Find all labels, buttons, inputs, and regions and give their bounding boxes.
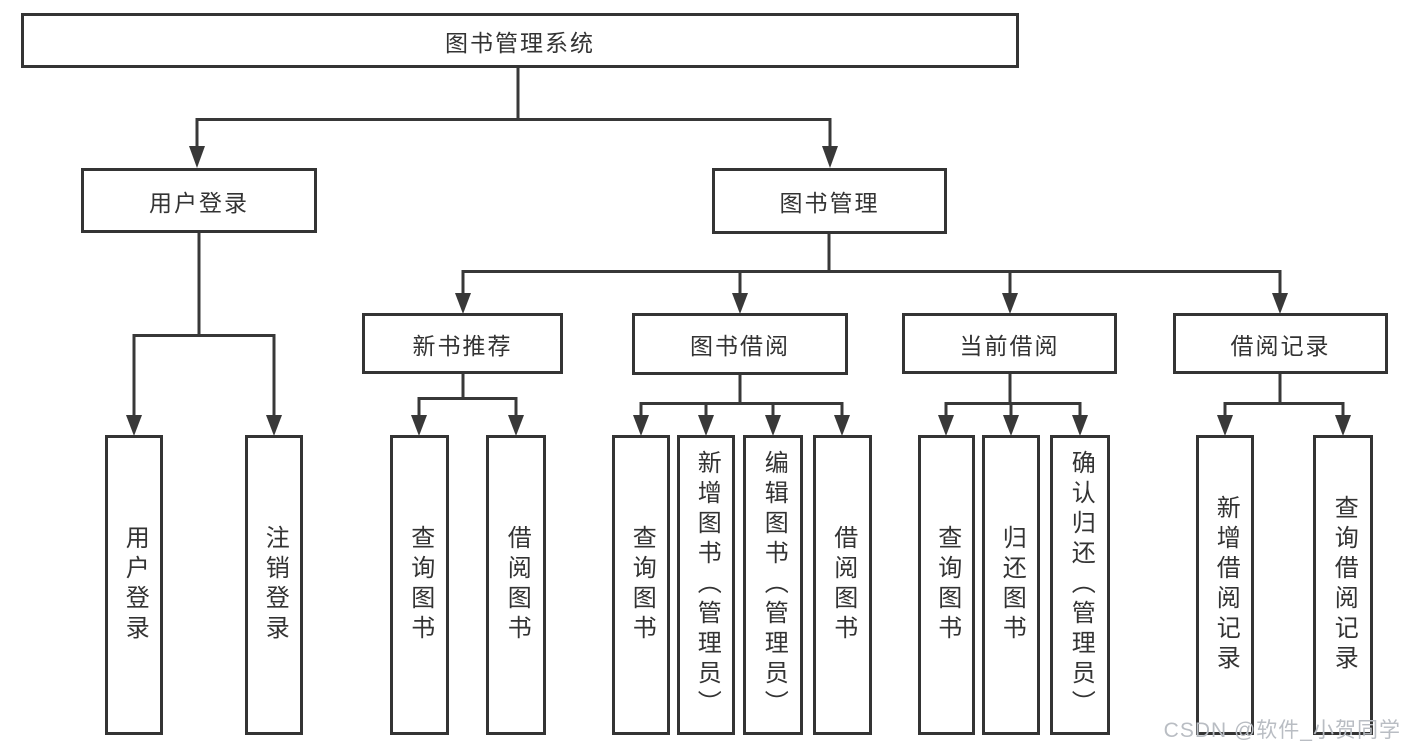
arrowhead-icon xyxy=(698,415,714,436)
leaf-borrow-query-book: 查询图书 xyxy=(612,435,670,735)
arrowhead-icon xyxy=(1072,415,1088,436)
arrowhead-icon xyxy=(732,293,748,314)
leaf-user-login: 用户登录 xyxy=(105,435,163,735)
arrowhead-icon xyxy=(126,415,142,436)
node-new-book-recommend: 新书推荐 xyxy=(362,313,563,374)
node-user-login: 用户登录 xyxy=(81,168,317,233)
node-new-book-recommend-label: 新书推荐 xyxy=(412,332,513,359)
leaf-edit-book-admin-label: 编辑图书（管理员） xyxy=(760,450,788,720)
arrowhead-icon xyxy=(1217,415,1233,436)
arrowhead-icon xyxy=(508,415,524,436)
arrowhead-icon xyxy=(633,415,649,436)
leaf-borrow-book: 借阅图书 xyxy=(813,435,872,735)
leaf-confirm-return-admin-label: 确认归还（管理员） xyxy=(1067,450,1095,720)
node-root-label: 图书管理系统 xyxy=(445,29,595,56)
arrowhead-icon xyxy=(765,415,781,436)
arrowhead-icon xyxy=(411,415,427,436)
node-book-management: 图书管理 xyxy=(712,168,947,234)
leaf-logout-label: 注销登录 xyxy=(261,525,289,645)
arrowhead-icon xyxy=(1272,293,1288,314)
node-borrow-record: 借阅记录 xyxy=(1173,313,1388,374)
leaf-add-borrow-record: 新增借阅记录 xyxy=(1196,435,1254,735)
leaf-recommend-query-book-label: 查询图书 xyxy=(406,525,434,645)
node-root: 图书管理系统 xyxy=(21,13,1019,68)
leaf-borrow-query-book-label: 查询图书 xyxy=(628,525,656,645)
arrowhead-icon xyxy=(938,415,954,436)
csdn-watermark: CSDN @软件_小贺同学 xyxy=(1163,719,1401,742)
arrowhead-icon xyxy=(1002,293,1018,314)
leaf-current-query-book-label: 查询图书 xyxy=(933,525,961,645)
leaf-borrow-book-label: 借阅图书 xyxy=(829,525,857,645)
leaf-confirm-return-admin: 确认归还（管理员） xyxy=(1050,435,1110,735)
arrowhead-icon xyxy=(266,415,282,436)
leaf-query-borrow-record: 查询借阅记录 xyxy=(1313,435,1373,735)
arrowhead-icon xyxy=(834,415,850,436)
arrowhead-icon xyxy=(1335,415,1351,436)
node-book-borrow-label: 图书借阅 xyxy=(690,333,790,359)
leaf-add-borrow-record-label: 新增借阅记录 xyxy=(1212,495,1240,675)
leaf-query-borrow-record-label: 查询借阅记录 xyxy=(1330,495,1358,675)
leaf-user-login-label: 用户登录 xyxy=(121,525,149,645)
node-user-login-label: 用户登录 xyxy=(149,189,249,216)
node-book-borrow: 图书借阅 xyxy=(632,313,848,375)
leaf-recommend-borrow-book: 借阅图书 xyxy=(486,435,546,735)
leaf-recommend-borrow-book-label: 借阅图书 xyxy=(503,525,531,645)
node-borrow-record-label: 借阅记录 xyxy=(1230,332,1331,359)
leaf-current-query-book: 查询图书 xyxy=(918,435,975,735)
leaf-edit-book-admin: 编辑图书（管理员） xyxy=(743,435,803,735)
arrowhead-icon xyxy=(455,293,471,314)
arrowhead-icon xyxy=(822,146,838,168)
node-current-borrow-label: 当前借阅 xyxy=(959,332,1060,359)
leaf-add-book-admin-label: 新增图书（管理员） xyxy=(693,450,721,720)
leaf-logout: 注销登录 xyxy=(245,435,303,735)
leaf-add-book-admin: 新增图书（管理员） xyxy=(677,435,735,735)
arrowhead-icon xyxy=(189,146,205,168)
leaf-return-book-label: 归还图书 xyxy=(998,525,1026,645)
leaf-recommend-query-book: 查询图书 xyxy=(390,435,449,735)
arrowhead-icon xyxy=(1003,415,1019,436)
leaf-return-book: 归还图书 xyxy=(982,435,1040,735)
node-current-borrow: 当前借阅 xyxy=(902,313,1117,374)
node-book-management-label: 图书管理 xyxy=(779,190,880,216)
